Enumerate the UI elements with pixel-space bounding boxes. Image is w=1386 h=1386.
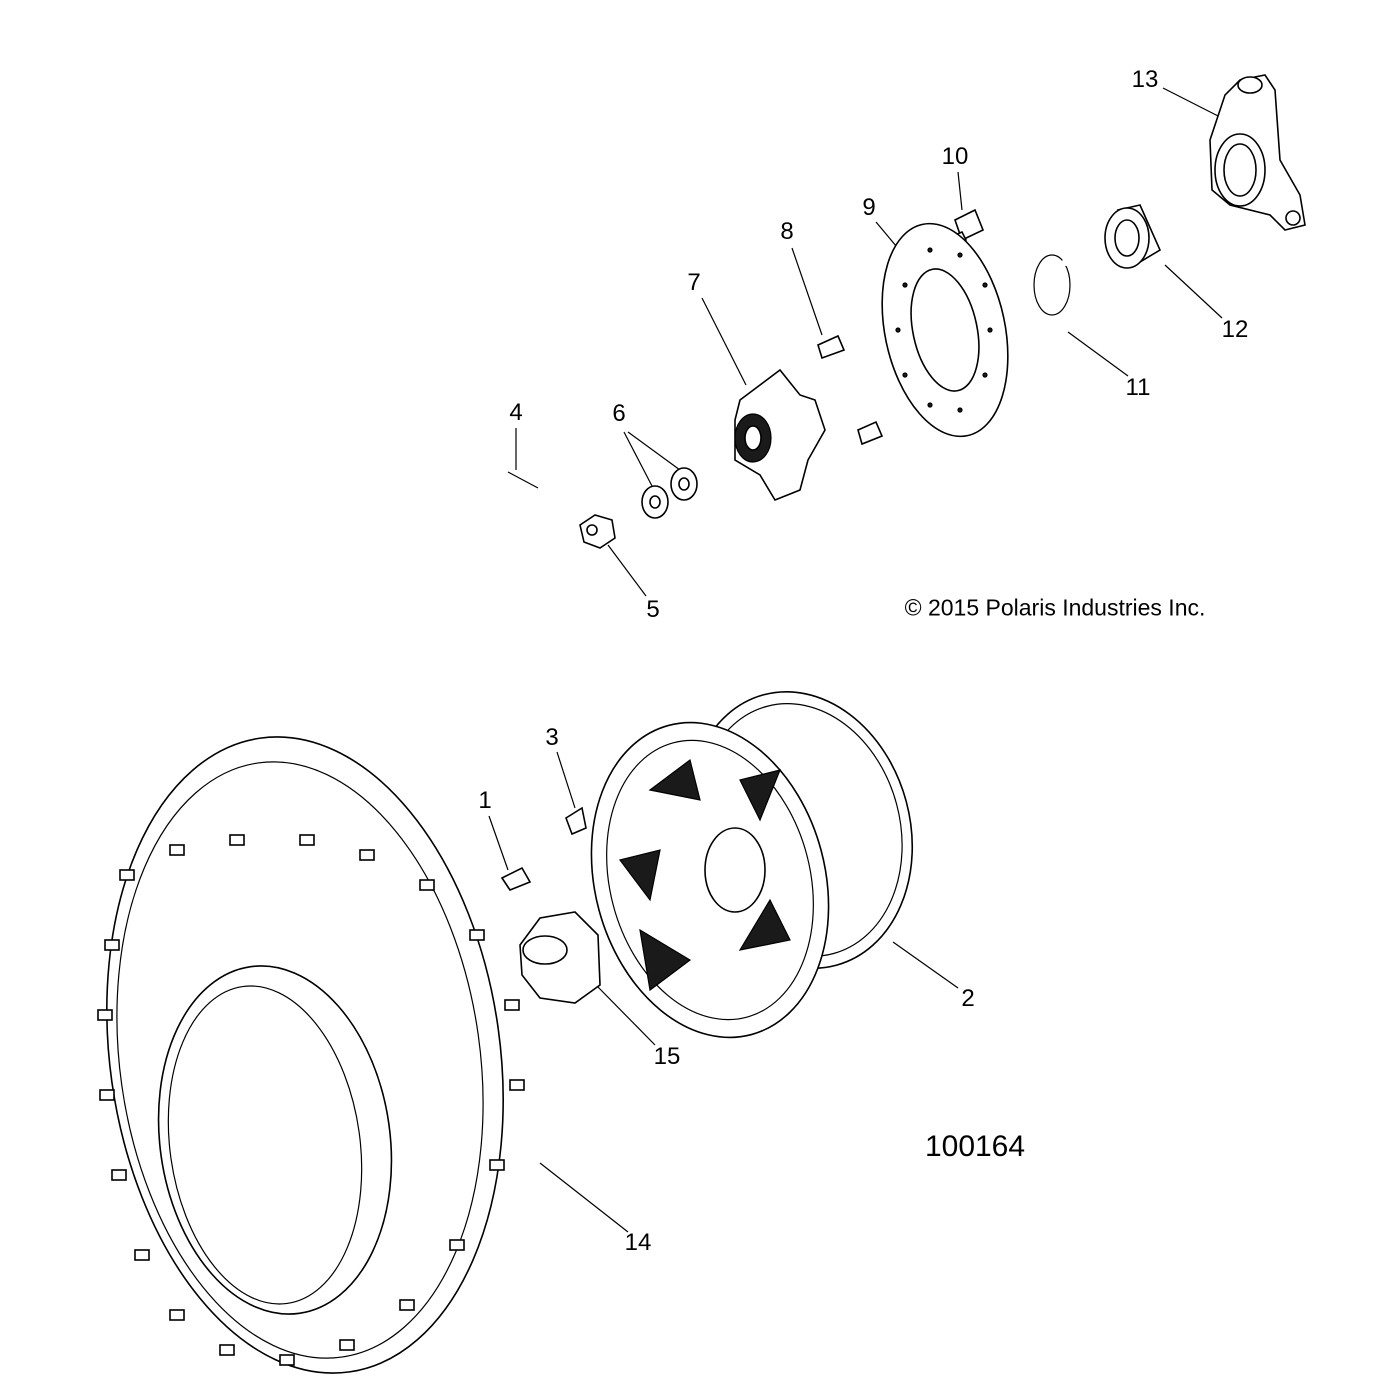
leader-12	[1164, 264, 1223, 319]
callout-8: 8	[780, 218, 794, 245]
figure-number: 100164	[924, 1130, 1026, 1163]
leader-6b	[627, 431, 681, 471]
leader-3	[556, 751, 576, 809]
leader-6a	[623, 431, 653, 487]
valve-stem-part	[565, 806, 587, 836]
center-cap-part	[519, 911, 601, 1004]
wheel-bearing-part	[1104, 204, 1162, 269]
leader-lines	[488, 87, 1223, 1233]
callout-7: 7	[687, 269, 701, 296]
leader-1	[488, 815, 509, 871]
wheel-rim-part	[590, 691, 914, 1039]
callout-15: 15	[653, 1043, 681, 1070]
castle-nut-part	[579, 514, 616, 549]
callout-9: 9	[862, 194, 876, 221]
leader-2	[892, 941, 959, 989]
leader-10	[957, 171, 963, 211]
callout-12: 12	[1221, 316, 1249, 343]
leader-15	[595, 984, 656, 1046]
callout-2: 2	[961, 985, 975, 1012]
washer-part	[641, 467, 698, 519]
leader-13	[1162, 87, 1223, 119]
brake-disc-part	[881, 222, 1009, 438]
callout-5: 5	[646, 596, 660, 623]
leader-7	[701, 297, 747, 386]
leader-5	[607, 544, 647, 597]
callout-10: 10	[941, 143, 969, 170]
callout-14: 14	[624, 1229, 652, 1256]
callout-1: 1	[478, 787, 492, 814]
bearing-carrier-part	[1209, 74, 1306, 231]
callout-6: 6	[612, 400, 626, 427]
leader-8	[791, 247, 823, 336]
cotter-pin-part	[507, 471, 539, 489]
tire-part	[97, 736, 525, 1374]
lug-nut-part	[500, 866, 532, 891]
callout-3: 3	[545, 724, 559, 751]
copyright-notice: © 2015 Polaris Industries Inc.	[904, 594, 1206, 621]
callout-13: 13	[1131, 66, 1159, 93]
callout-4: 4	[509, 399, 523, 426]
leader-11	[1067, 331, 1129, 377]
retaining-ring-part	[1033, 254, 1071, 316]
wheel-hub-part	[734, 368, 826, 501]
leader-14	[539, 1162, 629, 1233]
callout-11: 11	[1125, 374, 1151, 401]
hub-bolt-part	[817, 334, 884, 446]
